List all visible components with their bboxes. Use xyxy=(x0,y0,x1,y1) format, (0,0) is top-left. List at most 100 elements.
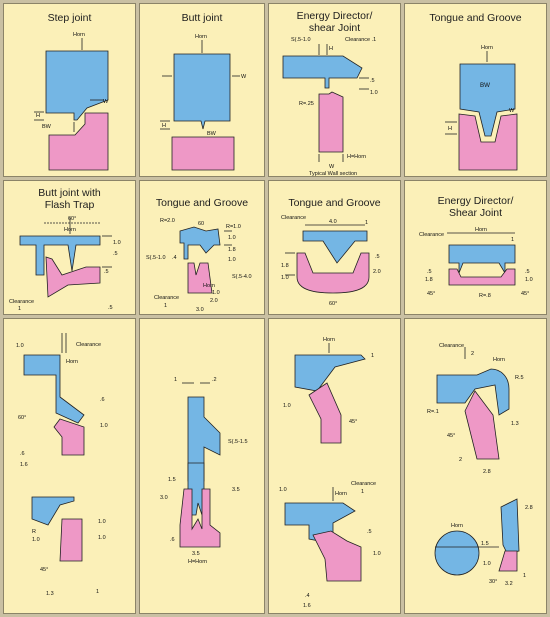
clearance-label: Clearance xyxy=(9,299,34,305)
w-label: W xyxy=(241,74,247,80)
panel-butt-flash-trap: Butt joint with Flash Trap 60° Horn 1.0 … xyxy=(3,180,136,315)
dim-28: 2.8 xyxy=(483,469,491,475)
dim-6b: .6 xyxy=(20,451,25,457)
dim-5a: .5 xyxy=(113,251,118,257)
r-label: R xyxy=(32,529,36,535)
panel-tongue-groove-3: Tongue and Groove Clearance 1 4.0 .5 1.8… xyxy=(268,180,401,315)
dim-1: 1 xyxy=(371,353,374,359)
tongue-groove-diagram: Horn BW W H xyxy=(445,45,518,171)
dim-10: 1.0 xyxy=(283,403,291,409)
panel-shear-2: 1 .2 S(.5-1.5 1.5 3.0 3.5 .6 3.5 H=Horn xyxy=(139,318,265,614)
panel-title-line2: Shear Joint xyxy=(448,207,503,219)
butt-joint-diagram: Horn W H BW xyxy=(160,34,247,171)
dim-35a: 3.5 xyxy=(232,487,240,493)
dim-18: 1.8 xyxy=(228,247,236,253)
shear-3-diagram: Horn 1 1.0 45° 1.0 Horn Clearance 1 .5 1… xyxy=(279,337,381,609)
dim-10: 1.0 xyxy=(281,275,289,281)
panel-tongue-groove-1: Tongue and Groove Horn BW W H xyxy=(404,3,547,177)
dim-20: 2.0 xyxy=(373,269,381,275)
dim-16: 1.6 xyxy=(20,462,28,468)
s2-dim-label: S(.5-4.0 xyxy=(232,274,252,280)
clearance-value: 1 xyxy=(361,489,364,495)
clearance-label: Clearance xyxy=(439,343,464,349)
panel-butt-joint: Butt joint Horn W H BW xyxy=(139,3,265,177)
dim-13: 1.3 xyxy=(46,591,54,597)
panel-energy-director-2: Energy Director/ Shear Joint Clearance H… xyxy=(404,180,547,315)
dim-15: 1.5 xyxy=(481,541,489,547)
dim-10c: 1.0 xyxy=(373,551,381,557)
dim-18: 1.8 xyxy=(425,277,433,283)
horn-label: Horn xyxy=(493,357,505,363)
dim-10d: 1.0 xyxy=(98,535,106,541)
shear-1-diagram: 1.0 Clearance Horn .6 60° 1.0 .6 1.6 1.0… xyxy=(16,333,108,597)
dim-10: 1.0 xyxy=(370,90,378,96)
dim-10: 1.0 xyxy=(16,343,24,349)
angle-label: 60° xyxy=(68,216,76,222)
panel-shear-3: Horn 1 1.0 45° 1.0 Horn Clearance 1 .5 1… xyxy=(268,318,401,614)
horn-label: Horn xyxy=(73,32,85,38)
clearance-label: Clearance xyxy=(419,232,444,238)
h-label: H xyxy=(329,46,333,52)
dim-30: 3.0 xyxy=(196,307,204,313)
angle-45: 45° xyxy=(447,433,455,439)
radius-label: R=.25 xyxy=(299,101,314,107)
r8-label: R=.8 xyxy=(479,293,491,299)
clearance-label: Clearance xyxy=(351,481,376,487)
dim-40: 4.0 xyxy=(329,219,337,225)
horn-label: Horn xyxy=(64,227,76,233)
panel-title: Tongue and Groove xyxy=(155,197,249,209)
angle-45: 45° xyxy=(349,419,357,425)
dim-18: 1.8 xyxy=(281,263,289,269)
dim-1: 1 xyxy=(523,573,526,579)
clearance-label: Clearance xyxy=(154,295,179,301)
dim-5: .5 xyxy=(375,254,380,260)
dim-1: 1 xyxy=(174,377,177,383)
flash-trap-diagram: 60° Horn 1.0 .5 .5 Clearance 1 .5 xyxy=(9,216,121,312)
bw-label: BW xyxy=(207,131,217,137)
horn-label-2: Horn xyxy=(451,523,463,529)
h-horn-label: H=Horn xyxy=(347,154,366,160)
clearance-value: 1 xyxy=(18,306,21,312)
s-dim-label: S(.5-1.5 xyxy=(228,439,248,445)
angle-60: 60 xyxy=(198,221,204,227)
dim-1: 1 xyxy=(96,589,99,595)
dim-13: 1.3 xyxy=(511,421,519,427)
angle-45a: 45° xyxy=(427,291,435,297)
panel-title: Butt joint xyxy=(181,12,223,24)
bw-label: BW xyxy=(480,82,490,89)
dim-10c: 1.0 xyxy=(212,290,220,296)
dim-20: 2.0 xyxy=(210,298,218,304)
dim-6: .6 xyxy=(170,537,175,543)
panel-step-joint: Step joint Horn H BW W xyxy=(3,3,136,177)
horn-label: Horn xyxy=(203,283,215,289)
clearance-label: Clearance xyxy=(281,215,306,221)
step-joint-diagram: Horn H BW W xyxy=(34,32,109,171)
dim-32: 3.2 xyxy=(505,581,513,587)
w-label: W xyxy=(509,108,515,114)
dim-4: .4 xyxy=(172,255,177,261)
dim-5c: .5 xyxy=(108,305,113,311)
dim-2: .2 xyxy=(212,377,217,383)
s-dim-label: S(.5-1.0 xyxy=(146,255,166,261)
tongue-groove-3-diagram: Clearance 1 4.0 .5 1.8 1.0 2.0 60° xyxy=(281,215,381,307)
r10-label: R=1.0 xyxy=(226,224,241,230)
panel-shear-1: 1.0 Clearance Horn .6 60° 1.0 .6 1.6 1.0… xyxy=(3,318,136,614)
r5-label: R.5 xyxy=(515,375,524,381)
s-dim-label: S(.5-1.0 xyxy=(291,37,311,43)
panel-title-line1: Energy Director/ xyxy=(437,195,514,207)
panel-title-line2: shear Joint xyxy=(308,22,361,34)
dim-10b: 1.0 xyxy=(228,257,236,263)
h-horn-label: H=Horn xyxy=(188,559,207,565)
tongue-groove-2-diagram: R=2.0 60 R=1.0 S(.5-1.0 .4 1.0 1.8 1.0 S… xyxy=(146,218,252,313)
angle-60: 60° xyxy=(329,301,337,307)
clearance-label: Clearance xyxy=(76,342,101,348)
panel-shear-4: Clearance 2 Horn R.5 R=.1 45° 1.3 2 2.8 … xyxy=(404,318,547,614)
dim-4: .4 xyxy=(305,593,310,599)
horn-label: Horn xyxy=(323,337,335,343)
panel-title: Step joint xyxy=(47,12,92,24)
horn-label-2: Horn xyxy=(335,491,347,497)
dim-5b: .5 xyxy=(104,269,109,275)
dim-6: .6 xyxy=(100,397,105,403)
dim-30: 3.0 xyxy=(160,495,168,501)
w-label: W xyxy=(329,164,335,170)
